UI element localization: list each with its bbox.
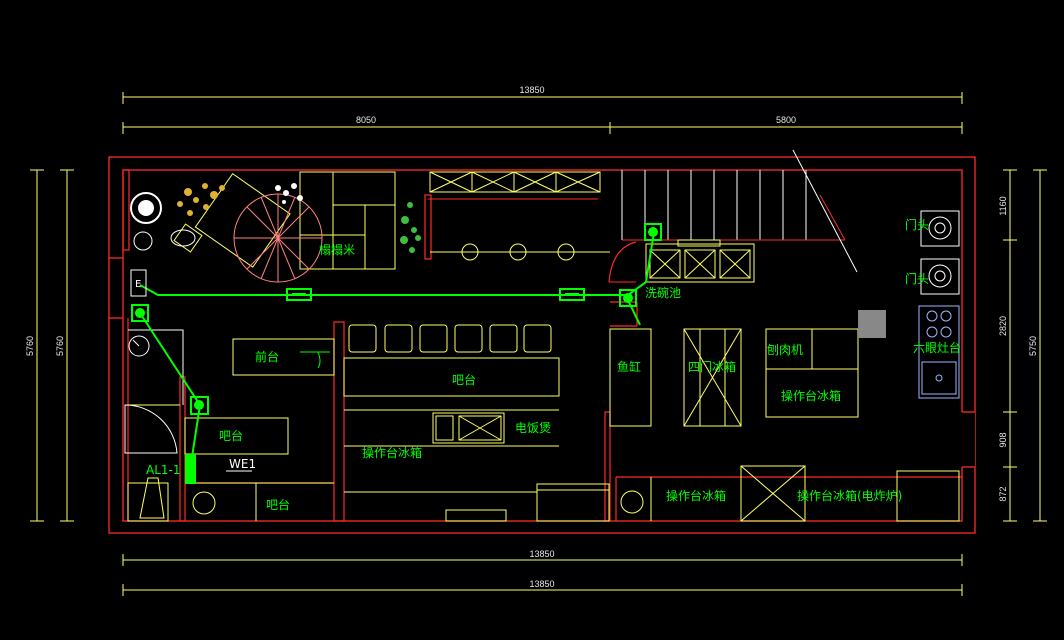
label-e-box: E [135,279,141,290]
label-wash-basin: 洗碗池 [645,285,681,300]
label-rice-cooker: 电饭煲 [515,420,551,435]
staircase [621,149,858,273]
label-four-door-fridge: 四门冰箱 [688,359,736,374]
label-work-fridge-left: 操作台冰箱 [362,445,422,460]
umbrella-icon [233,193,323,283]
dim-total-bottom-2: 13850 [529,579,554,589]
bar-left [127,404,334,522]
top-cabinets [428,171,610,261]
label-bar-mid: 吧台 [452,372,476,387]
faucet-icon [300,351,330,369]
label-al1: AL1-1 [146,463,181,477]
label-bar-left: 吧台 [219,428,243,443]
stove-units [920,210,960,295]
tatami-room [130,171,396,270]
front-desk [232,338,335,376]
label-we1: WE1 [229,457,256,471]
dim-right-seg-1: 1160 [998,196,1008,215]
dimension-lines [30,92,1047,596]
plant-icon-2 [275,183,303,204]
door-swing [124,404,178,454]
grey-box [858,310,886,338]
label-work-fridge-bottom: 操作台冰箱 [666,488,726,503]
six-burner-stove [918,305,960,399]
four-door-fridge [683,328,742,427]
bottom-right-counters [620,465,960,522]
wash-basin [645,239,755,283]
plant-icon [177,183,225,216]
label-door-1: 门头 [905,217,929,232]
door-swing-2 [608,241,637,283]
dim-total-top: 13850 [519,85,544,95]
label-door-2: 门头 [905,271,929,286]
plant-icon-3 [400,202,421,253]
label-bar-bottom: 吧台 [266,497,290,512]
dim-right-seg-2: 2820 [998,316,1008,336]
dim-right-segment: 5800 [776,115,796,125]
bar-counter-mid [343,357,610,522]
dim-right-seg-3: 908 [998,432,1008,447]
dim-left-segment: 8050 [356,115,376,125]
e-box [130,269,147,297]
label-meat-slicer: 刨肉机 [767,342,803,357]
label-front-desk: 前台 [255,349,279,364]
label-tatami: 榻榻米 [319,243,355,257]
dim-left-outer: 5760 [25,336,35,356]
dim-right-outer: 5750 [1028,336,1038,356]
dim-right-seg-4: 872 [998,486,1008,501]
electrical-nodes [131,223,662,484]
dim-left-inner: 5760 [55,336,65,356]
label-work-fridge-fryer: 操作台冰箱(电炸炉) [797,488,902,503]
label-six-burner: 六眼灶台 [913,340,961,355]
bar-stools [348,324,552,353]
label-work-fridge-right: 操作台冰箱 [781,388,841,403]
electrical-wiring [139,231,655,471]
label-fish-tank: 鱼缸 [617,359,641,374]
meat-slicer-counter [765,328,859,418]
dim-total-bottom-1: 13850 [529,549,554,559]
clock-icon [128,335,150,357]
fish-tank [609,328,652,427]
